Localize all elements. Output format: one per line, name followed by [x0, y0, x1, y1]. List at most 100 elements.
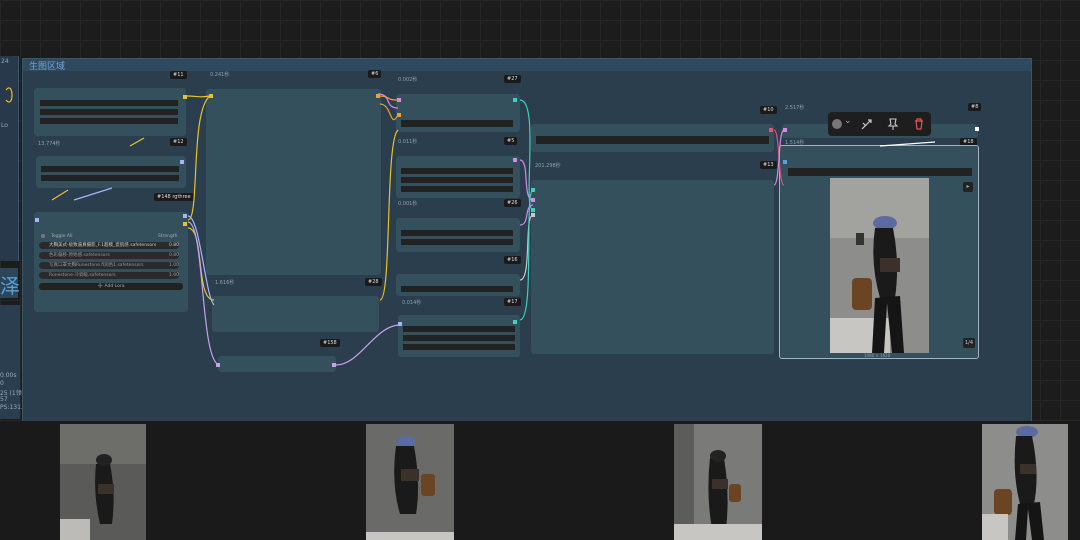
lora-name: 写真口罩文胸Runestone.fl润色1.safetensors	[49, 263, 144, 268]
node-id-badge: #8	[968, 103, 982, 111]
value-field[interactable]	[401, 230, 513, 236]
node-28[interactable]	[212, 296, 379, 332]
node-27[interactable]	[396, 94, 520, 132]
node-exec-time: 13.774秒	[38, 141, 61, 147]
value-field[interactable]	[401, 239, 513, 245]
image-size: 1080 × 1920	[864, 353, 891, 358]
node-5[interactable]	[396, 156, 520, 198]
preview-photo	[830, 178, 929, 353]
trash-icon[interactable]	[912, 117, 926, 131]
thumbnail-photo	[60, 424, 146, 540]
thumbnail-image[interactable]	[366, 424, 454, 540]
strength-label: Strength	[158, 234, 178, 239]
value-field[interactable]	[403, 326, 515, 332]
node-exec-time: 0.241秒	[210, 72, 230, 78]
thumbnail-image[interactable]	[982, 424, 1068, 540]
left-big-char: 泽	[0, 274, 20, 298]
lora-row[interactable]: 写真口罩文胸Runestone.fl润色1.safetensors	[39, 262, 179, 269]
node-id-badge: #6	[368, 70, 382, 78]
value-field[interactable]	[536, 136, 769, 144]
node-158[interactable]	[218, 356, 336, 372]
lora-row[interactable]: Runestone-冷调级.safetensors	[39, 272, 179, 279]
node-exec-time: 201.298秒	[535, 163, 561, 169]
stat-line: 57	[0, 396, 8, 403]
node-id-badge: #27	[504, 75, 521, 83]
node-11[interactable]	[34, 88, 186, 136]
lora-row[interactable]: 大胸美式-极致逼真摄影_F.1超模_瓷肌感.safetensors	[39, 242, 179, 249]
stat-line: 0.00s	[0, 372, 17, 379]
value-field[interactable]	[401, 286, 513, 292]
node-12[interactable]	[36, 156, 186, 188]
left-node-panel[interactable]: 24 Lo	[0, 56, 19, 261]
value-field[interactable]	[401, 168, 513, 174]
stat-line: PS:131.58	[0, 404, 31, 411]
left-panel-label: 24	[1, 58, 9, 65]
color-circle-icon[interactable]	[832, 119, 842, 129]
text-field[interactable]	[41, 175, 179, 181]
text-field[interactable]	[40, 100, 178, 106]
chevron-down-icon[interactable]: ⌄	[844, 116, 852, 126]
thumbnail-photo	[366, 424, 454, 540]
node-exec-time: 0.014秒	[402, 300, 422, 306]
preview-image[interactable]	[830, 178, 929, 353]
node-id-badge: #12	[170, 138, 187, 146]
node-16[interactable]	[396, 274, 520, 296]
node-26[interactable]	[396, 218, 520, 252]
node-id-badge: #5	[504, 137, 518, 145]
value-field[interactable]	[403, 335, 515, 341]
thumbnail-image[interactable]	[674, 424, 762, 540]
node-id-badge: #28	[365, 278, 382, 286]
text-field[interactable]	[40, 118, 178, 124]
group-title: 生图区域	[29, 62, 66, 72]
add-lora-button[interactable]: ➕ Add Lora	[39, 283, 183, 290]
image-index[interactable]: 1/4	[963, 338, 975, 348]
value-field[interactable]	[401, 120, 513, 127]
stats-panel: 0.00s 0 25 (1领) 57 PS:131.58	[0, 305, 30, 419]
text-field[interactable]	[40, 109, 178, 115]
stat-line: 0	[0, 380, 4, 387]
node-exec-time: 0.001秒	[398, 201, 418, 207]
value-field[interactable]	[403, 344, 515, 350]
node-id-badge: #18	[960, 138, 977, 146]
bypass-icon[interactable]	[860, 117, 874, 131]
stat-line: 25 (1领)	[0, 390, 25, 397]
value-field[interactable]	[788, 168, 972, 176]
node-18-preview[interactable]: ▸ 1/4 1080 × 1920	[779, 145, 979, 359]
node-6[interactable]	[206, 89, 381, 275]
node-id-badge: #16	[504, 256, 521, 264]
node-id-badge: #10	[760, 106, 777, 114]
lora-row[interactable]: 色彩偏移-原始感.safetensors	[39, 252, 179, 259]
group-title-bar[interactable]	[23, 59, 1031, 71]
lora-name: Runestone-冷调级.safetensors	[49, 273, 116, 278]
node-id-badge: #158	[320, 339, 340, 347]
lora-strength[interactable]: 0.80	[169, 253, 180, 258]
toggle-all-switch[interactable]	[41, 234, 45, 238]
lora-strength[interactable]: 0.80	[169, 243, 180, 248]
node-id-badge: #148 rgthree	[154, 193, 194, 201]
node-13[interactable]	[531, 180, 774, 354]
node-exec-time: 0.011秒	[398, 139, 418, 145]
toggle-all-label[interactable]: Toggle All	[51, 234, 73, 239]
thumbnail-image[interactable]	[60, 424, 146, 540]
thumbnail-photo	[982, 424, 1068, 540]
node-exec-time: 2.517秒	[785, 105, 805, 111]
value-field[interactable]	[401, 186, 513, 192]
node-exec-time: 1.514秒	[785, 140, 805, 146]
selection-toolbar: ⌄	[828, 112, 931, 136]
lora-name: 大胸美式-极致逼真摄影_F.1超模_瓷肌感.safetensors	[49, 243, 157, 248]
thumbnail-photo	[674, 424, 762, 540]
node-10[interactable]	[531, 124, 774, 152]
node-exec-time: 1.616秒	[215, 280, 235, 286]
node-lora-loader[interactable]: Toggle All Strength 大胸美式-极致逼真摄影_F.1超模_瓷肌…	[34, 212, 188, 312]
value-field[interactable]	[401, 177, 513, 183]
node-id-badge: #11	[170, 71, 187, 79]
text-field[interactable]	[41, 166, 179, 172]
play-icon[interactable]: ▸	[963, 182, 973, 192]
node-id-badge: #26	[504, 199, 521, 207]
lora-strength[interactable]: 1.00	[169, 263, 180, 268]
pin-icon[interactable]	[886, 117, 900, 131]
lora-strength[interactable]: 1.00	[169, 273, 180, 278]
node-id-badge: #13	[760, 161, 777, 169]
node-17[interactable]	[398, 315, 520, 357]
